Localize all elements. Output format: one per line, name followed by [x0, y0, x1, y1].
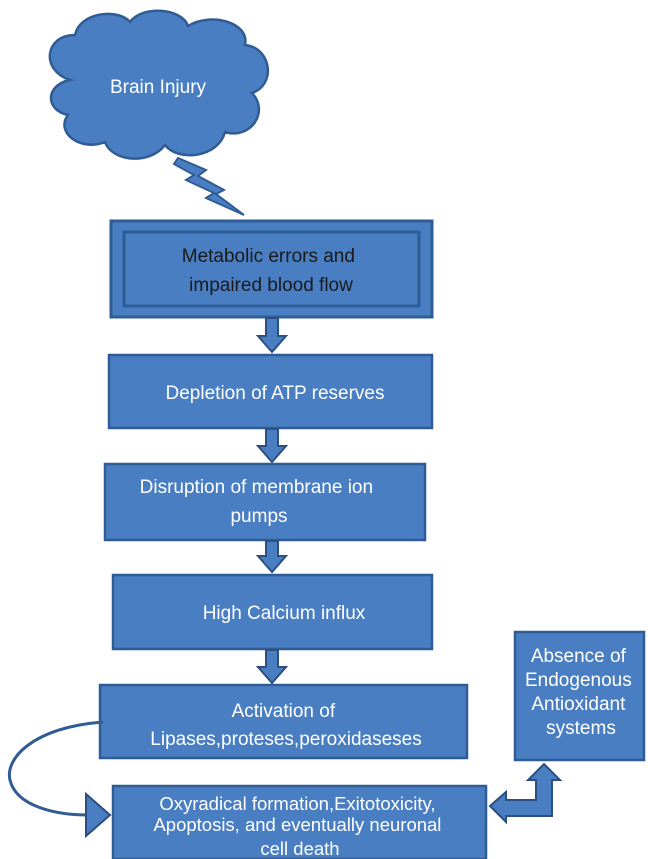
antioxidant-label: Absence of Endogenous Antioxidant system…	[525, 646, 637, 739]
down-arrow-icon	[255, 649, 289, 685]
atp-line: Depletion of ATP reserves	[166, 383, 385, 404]
enzyme-activation-label: Activation of Lipases,proteses,peroxidas…	[150, 701, 421, 750]
antioxidant-line-1: Absence of	[531, 646, 627, 667]
membrane-disruption-label: Disruption of membrane ion pumps	[140, 477, 379, 527]
oxyradical-line-3: cell death	[260, 838, 339, 859]
calcium-line: High Calcium influx	[203, 603, 366, 624]
membrane-disruption-box: Disruption of membrane ion pumps	[103, 462, 427, 542]
brain-injury-line: Brain Injury	[110, 77, 207, 98]
oxyradical-box: Oxyradical formation,Exitotoxicity, Apop…	[111, 784, 488, 859]
metabolic-errors-box: Metabolic errors and impaired blood flow	[109, 219, 434, 319]
enzyme-activation-box: Activation of Lipases,proteses,peroxidas…	[98, 683, 469, 760]
down-arrow-icon	[255, 317, 289, 354]
activation-line-1: Activation of	[232, 701, 336, 722]
atp-depletion-label: Depletion of ATP reserves	[166, 383, 385, 404]
membrane-line-2: pumps	[230, 506, 287, 527]
calcium-influx-box: High Calcium influx	[111, 573, 434, 651]
metabolic-line-2: impaired blood flow	[189, 275, 353, 296]
atp-depletion-box: Depletion of ATP reserves	[107, 353, 434, 430]
brain-injury-cloud: Brain Injury	[48, 9, 269, 216]
membrane-line-1: Disruption of membrane ion	[140, 477, 373, 498]
metabolic-errors-label: Metabolic errors and impaired blood flow	[182, 246, 360, 296]
cloud-icon	[48, 9, 269, 160]
calcium-influx-label: High Calcium influx	[203, 603, 366, 624]
oxyradical-line-1: Oxyradical formation,Exitotoxicity,	[159, 793, 435, 814]
oxyradical-line-2: Apoptosis, and eventually neuronal	[153, 814, 441, 835]
antioxidant-line-2: Endogenous	[525, 670, 632, 691]
metabolic-line-1: Metabolic errors and	[182, 246, 355, 267]
oxyradical-label: Oxyradical formation,Exitotoxicity, Apop…	[153, 793, 446, 859]
lightning-bolt-icon	[172, 156, 245, 216]
antioxidant-box: Absence of Endogenous Antioxidant system…	[513, 630, 646, 762]
antioxidant-line-4: systems	[546, 718, 616, 739]
activation-line-2: Lipases,proteses,peroxidaseses	[150, 729, 421, 750]
brain-injury-label: Brain Injury	[110, 77, 207, 98]
bent-up-arrow-icon	[488, 762, 563, 825]
antioxidant-line-3: Antioxidant	[531, 694, 626, 715]
curved-arrow-icon	[7, 720, 112, 839]
down-arrow-icon	[255, 428, 289, 464]
down-arrow-icon	[255, 540, 289, 574]
